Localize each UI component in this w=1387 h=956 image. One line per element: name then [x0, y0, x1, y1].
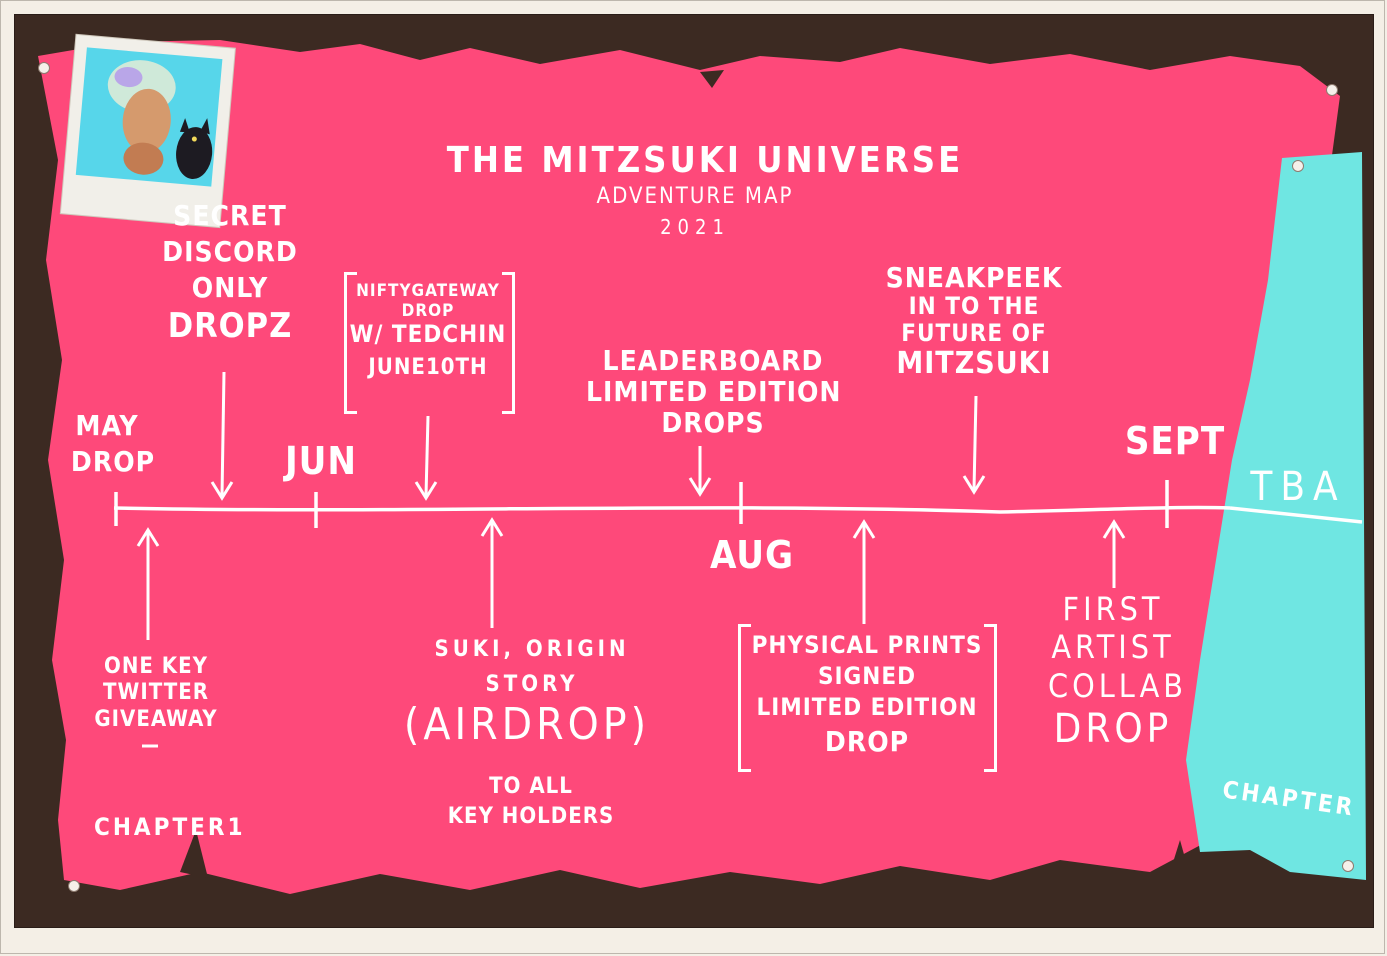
event-line: KEY HOLDERS [447, 803, 615, 829]
arrow-down-icon [414, 415, 438, 501]
event-line: PHYSICAL PRINTS [751, 631, 983, 659]
pin [1292, 160, 1304, 172]
event-line: DROPS [661, 405, 765, 439]
month-label-jun: JUN [284, 439, 358, 483]
month-label-may-drop: DROP [70, 445, 156, 478]
event-line: ARTIST [1051, 628, 1175, 667]
pink-paper [38, 40, 1340, 894]
arrow-up-icon [1102, 519, 1126, 588]
arrow-down-icon [210, 371, 234, 501]
event-line: SECRET [173, 199, 287, 232]
event-line: ONLY [191, 270, 269, 304]
timeline-tba-line [1229, 506, 1363, 524]
event-secret-discord: SECRET DISCORD ONLY DROPZ [160, 198, 300, 349]
pin [1326, 84, 1338, 96]
month-label-may: MAY [75, 409, 139, 442]
pin [68, 880, 80, 892]
bracket-right [984, 624, 997, 772]
event-line: LIMITED EDITION [756, 693, 978, 722]
map-year: 2021 [660, 215, 730, 239]
event-line: DISCORD [162, 234, 298, 268]
teal-paper [1186, 152, 1366, 880]
event-leaderboard: LEADERBOARD LIMITED EDITION DROPS [586, 344, 842, 439]
pin [1342, 860, 1354, 872]
event-line: ONE KEY [104, 654, 208, 679]
event-line: LEADERBOARD [602, 344, 824, 377]
arrow-up-icon [480, 517, 504, 628]
event-line: W/ TEDCHIN [349, 320, 507, 349]
event-line: DROP [1053, 706, 1173, 753]
event-line: GIVEAWAY [94, 706, 218, 732]
event-line: DROP [401, 300, 455, 321]
pin [38, 62, 50, 74]
event-sneakpeek: SNEAKPEEK IN TO THE FUTURE OF MITZSUKI [874, 262, 1074, 381]
event-line: COLLAB [1048, 666, 1187, 705]
event-line: TO ALL [489, 774, 573, 799]
event-line: FIRST [1062, 590, 1164, 628]
timeline-line [113, 505, 1231, 514]
event-line: IN TO THE [908, 292, 1040, 321]
event-line: SNEAKPEEK [885, 261, 1063, 294]
wear-streak [180, 830, 208, 878]
event-first-artist: FIRST ARTIST COLLAB DROP [1048, 590, 1187, 753]
event-line: TWITTER [103, 680, 209, 706]
event-airdrop: (AIRDROP) [403, 699, 651, 750]
bracket-right [502, 272, 515, 414]
arrow-down-icon [688, 446, 712, 497]
map-subtitle: ADVENTURE MAP [596, 184, 794, 209]
tba-label: TBA [1250, 464, 1346, 510]
arrow-up-icon [852, 519, 876, 624]
arrow-up-icon [136, 527, 160, 640]
event-airdrop-sub: TO ALL KEY HOLDERS [436, 772, 626, 831]
arrow-down-icon [962, 395, 986, 495]
event-niftygateway: NIFTYGATEWAY DROP W/ TEDCHIN JUNE10TH [346, 281, 510, 380]
event-physical-prints: PHYSICAL PRINTS SIGNED LIMITED EDITION D… [744, 630, 990, 760]
event-line: STORY [485, 672, 579, 698]
month-label-aug: AUG [709, 533, 795, 577]
month-label-sept: SEPT [1124, 419, 1226, 463]
event-line: MITZSUKI [896, 346, 1052, 382]
event-line: SUKI, ORIGIN [434, 637, 630, 662]
event-line: DROPZ [167, 306, 293, 347]
event-line: DROP [824, 724, 910, 758]
event-line: JUNE10TH [368, 354, 488, 380]
map-title: THE MITZSUKI UNIVERSE [446, 140, 964, 181]
bracket-left [738, 624, 751, 772]
event-line: FUTURE OF [901, 319, 1047, 348]
polaroid-photo [59, 33, 236, 229]
wear-streak [1170, 840, 1190, 876]
event-line: NIFTYGATEWAY [356, 281, 500, 301]
wear-streak [700, 70, 724, 88]
bracket-left [344, 272, 357, 414]
event-one-key: ONE KEY TWITTER GIVEAWAY [76, 654, 236, 733]
event-suki-origin: SUKI, ORIGIN STORY [412, 632, 652, 702]
chapter-1-label: CHAPTER1 [94, 813, 246, 841]
event-line: LIMITED EDITION [586, 374, 842, 408]
event-line: SIGNED [817, 662, 917, 691]
